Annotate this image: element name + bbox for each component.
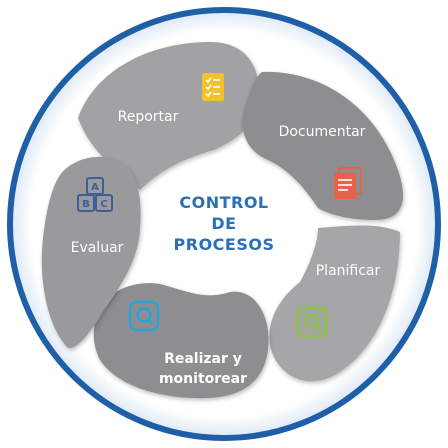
label-planificar: Planificar: [316, 263, 381, 279]
svg-text:A: A: [91, 182, 99, 193]
label-realizar-line-2: monitorear: [159, 371, 247, 387]
plan-search-icon: [296, 306, 328, 338]
center-line-1: CONTROL: [179, 193, 268, 212]
checklist-document-icon: [202, 73, 224, 101]
center-line-3: PROCESOS: [174, 235, 275, 254]
svg-text:B: B: [82, 199, 90, 210]
documents-icon: [334, 167, 362, 199]
segment-documentar[interactable]: [242, 71, 404, 220]
center-line-2: DE: [211, 214, 236, 233]
label-documentar: Documentar: [279, 124, 366, 140]
svg-text:C: C: [100, 199, 107, 210]
abc-blocks-icon: A B C: [77, 177, 113, 212]
center-title: CONTROL DE PROCESOS: [174, 193, 275, 254]
monitor-search-icon: [128, 300, 160, 332]
label-realizar-line-1: Realizar y: [164, 351, 242, 367]
segment-planificar[interactable]: [269, 225, 400, 382]
label-evaluar: Evaluar: [71, 240, 124, 256]
label-reportar: Reportar: [118, 109, 179, 125]
segment-evaluar[interactable]: [41, 156, 141, 349]
